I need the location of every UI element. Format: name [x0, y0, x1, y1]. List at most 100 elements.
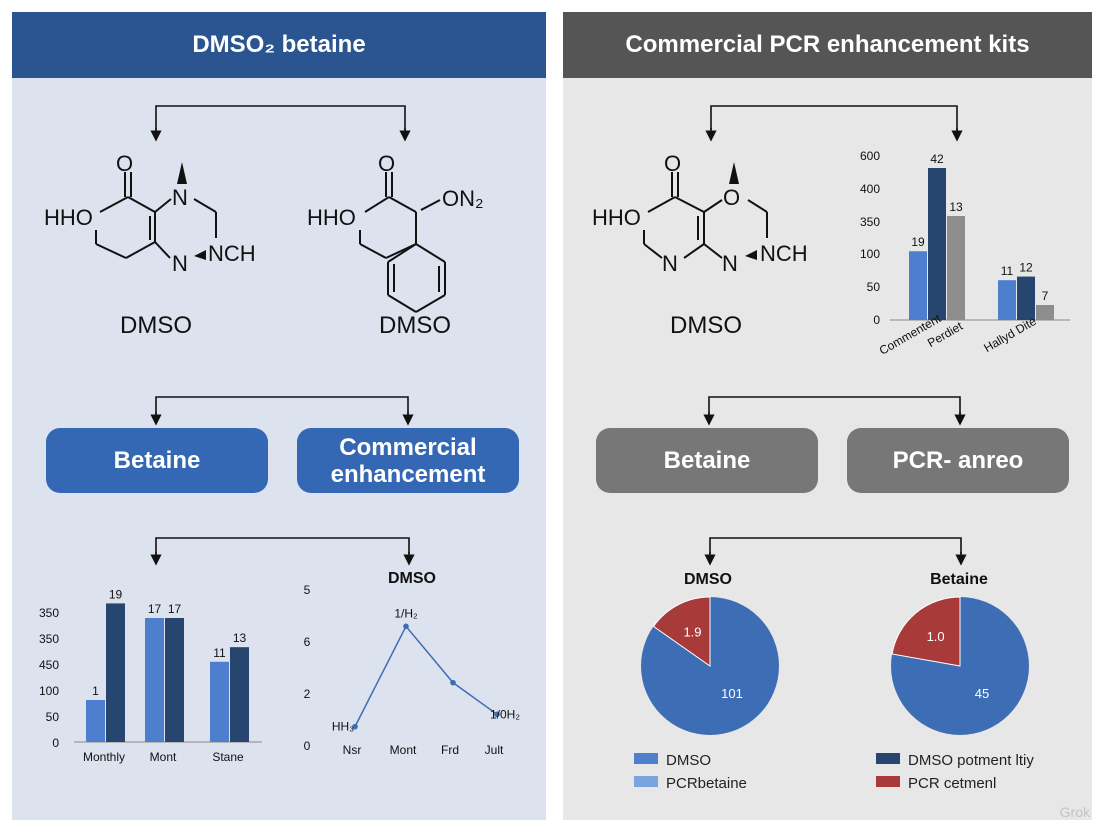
bar-value-label: 1	[92, 684, 99, 698]
bar	[165, 618, 184, 742]
data-line	[354, 624, 498, 727]
pie-dmso-title: DMSO	[684, 571, 732, 588]
mol1-hho-label: HHO	[44, 205, 93, 230]
data-point	[403, 623, 409, 630]
pie-label-minor: 1.9	[683, 624, 701, 639]
data-point	[494, 711, 500, 718]
y-tick-label: 350	[39, 632, 59, 646]
left-connector-bottom	[150, 537, 415, 566]
mol2-oxygen-label: O	[378, 151, 395, 176]
mol1-caption: DMSO	[120, 312, 192, 339]
bar-value-label: 42	[930, 152, 944, 166]
data-point	[450, 679, 456, 686]
watermark: Grok	[1059, 804, 1090, 820]
bar	[230, 647, 249, 742]
y-tick-label: 50	[867, 280, 881, 294]
betaine-button-right-label: Betaine	[663, 447, 751, 474]
molr-hho-label: HHO	[592, 205, 641, 230]
line-chart-title: DMSO	[388, 570, 436, 587]
pie-slice-minor	[891, 596, 961, 667]
mol1-nch-label: NCH	[208, 241, 256, 266]
molecule-left-1: O N HHO N NCH DMSO	[44, 151, 256, 339]
legend-swatch-pcr-cetmenl	[876, 776, 900, 787]
bar-value-label: 13	[949, 200, 963, 214]
betaine-button-left[interactable]: Betaine	[46, 428, 268, 493]
molr-nch-label: NCH	[760, 241, 808, 266]
legend-item-pcrbetaine: PCRbetaine	[666, 775, 747, 792]
molecule-left-2: O ON₂ HHO DMSO	[307, 151, 484, 339]
bar	[928, 168, 946, 320]
pcr-anreo-button-label: PCR- anreo	[892, 447, 1024, 474]
bar	[210, 661, 229, 742]
data-point	[352, 723, 358, 730]
molr-n1-label: N	[662, 251, 678, 276]
left-panel-header: DMSO₂ betaine	[12, 12, 546, 78]
bar-value-label: 17	[168, 602, 182, 616]
bar	[909, 251, 927, 320]
legend-left: DMSO PCRbetaine	[634, 752, 747, 792]
x-tick-label: Mont	[150, 750, 177, 764]
y-tick-label: 0	[873, 313, 880, 327]
x-tick-label: Frd	[441, 743, 459, 757]
mol2-hho-label: HHO	[307, 205, 356, 230]
y-tick-label: 0	[52, 736, 59, 750]
legend-right: DMSO potment ltiy PCR cetmenl	[876, 752, 1034, 792]
bar	[106, 603, 125, 742]
bar	[1036, 305, 1054, 320]
left-connector-middle	[150, 396, 414, 426]
y-tick-label: 5	[304, 583, 311, 597]
y-tick-label: 6	[304, 635, 311, 649]
y-tick-label: 350	[860, 215, 880, 229]
commercial-enhancement-line2: enhancement	[330, 460, 486, 488]
pie-chart-betaine: Betaine 451.0	[891, 571, 1029, 735]
x-tick-label: Nsr	[343, 743, 362, 757]
pie-label-main: 101	[721, 686, 743, 701]
pcr-anreo-button[interactable]: PCR- anreo	[847, 428, 1069, 493]
bar-value-label: 12	[1019, 261, 1033, 275]
pie-betaine-title: Betaine	[930, 571, 988, 588]
right-connector-bottom	[704, 537, 967, 566]
bar-value-label: 17	[148, 602, 162, 616]
y-tick-label: 400	[860, 182, 880, 196]
molr-oxygen-ring-label: O	[723, 185, 740, 210]
bar-value-label: 19	[911, 235, 925, 249]
bar	[998, 280, 1016, 320]
left-panel: DMSO₂ betaine	[12, 12, 546, 820]
y-tick-label: 350	[39, 606, 59, 620]
legend-item-pcr-cetmenl: PCR cetmenl	[908, 775, 996, 792]
bar-value-label: 7	[1042, 289, 1049, 303]
pie-label-minor: 1.0	[927, 629, 945, 644]
x-tick-label: Stane	[212, 750, 244, 764]
bar-value-label: 11	[1001, 264, 1014, 278]
commercial-enhancement-button[interactable]: Commercial enhancement	[297, 428, 519, 493]
bar-value-label: 19	[109, 587, 123, 601]
point-label: 1/H₂	[394, 606, 418, 620]
molr-oxygen-top-label: O	[664, 151, 681, 176]
bar	[947, 216, 965, 320]
y-tick-label: 50	[46, 710, 60, 724]
point-label: HH₃	[332, 720, 354, 734]
y-tick-label: 100	[860, 247, 880, 261]
molr-caption: DMSO	[670, 312, 742, 339]
betaine-button-right[interactable]: Betaine	[596, 428, 818, 493]
legend-item-dmso-potment: DMSO potment ltiy	[908, 752, 1034, 769]
point-label: 1/0H₂	[490, 707, 520, 721]
right-connector-middle	[703, 396, 966, 426]
bar	[145, 618, 164, 742]
legend-swatch-pcrbetaine	[634, 776, 658, 787]
right-panel-header: Commercial PCR enhancement kits	[563, 12, 1092, 78]
mol2-ono2-label: ON₂	[442, 186, 484, 211]
mol1-n-bottom-label: N	[172, 251, 188, 276]
left-connector-top	[150, 105, 411, 142]
x-tick-label: Mont	[390, 743, 417, 757]
mol1-oxygen-label: O	[116, 151, 133, 176]
pie-slice-minor	[652, 596, 711, 667]
mol2-caption: DMSO	[379, 312, 451, 339]
bar-value-label: 13	[233, 631, 247, 645]
mol1-n-top-label: N	[172, 185, 188, 210]
y-tick-label: 450	[39, 658, 59, 672]
betaine-button-left-label: Betaine	[113, 447, 201, 474]
